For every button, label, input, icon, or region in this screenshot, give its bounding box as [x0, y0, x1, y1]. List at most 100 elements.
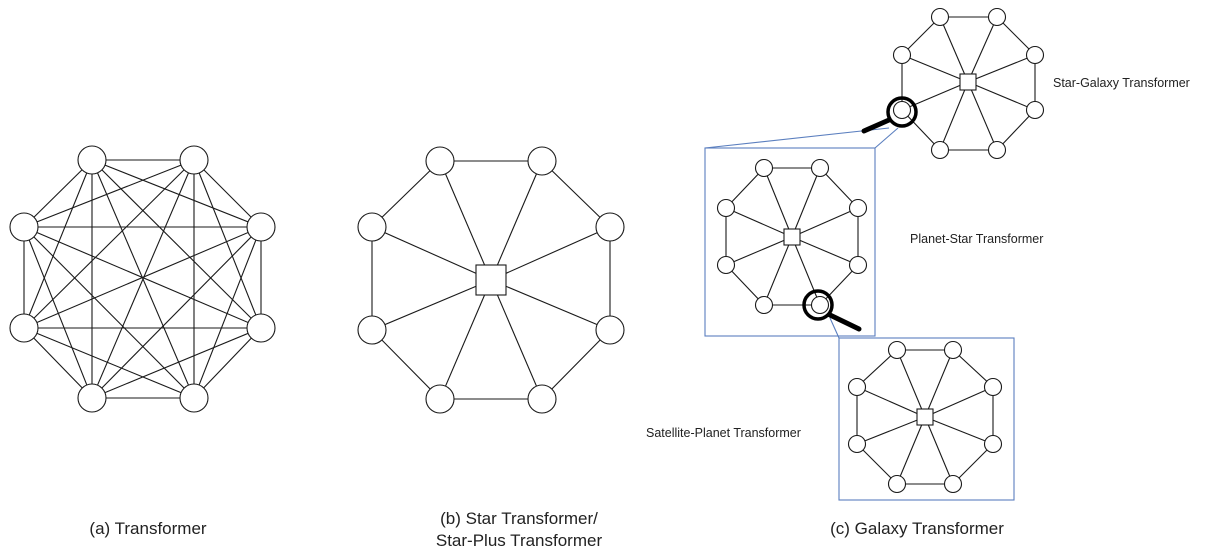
hub-edge — [939, 16, 969, 83]
hub-edge — [490, 279, 543, 400]
edge — [23, 327, 195, 399]
magnifier-icon — [802, 289, 862, 332]
node — [179, 383, 209, 413]
ring-edge — [725, 264, 765, 306]
caption-c: (c) Galaxy Transformer — [830, 519, 1004, 538]
node — [983, 434, 1003, 454]
hub-edge — [856, 416, 926, 445]
hub-edge — [763, 236, 793, 306]
hub-edge — [967, 16, 998, 83]
star-galaxy-label: Star-Galaxy Transformer — [1053, 76, 1190, 90]
node — [246, 313, 276, 343]
planet-star-label: Planet-Star Transformer — [910, 232, 1043, 246]
node — [754, 158, 774, 178]
hub-edge — [924, 416, 954, 485]
node — [716, 255, 736, 275]
hub-edge — [725, 236, 793, 266]
ring-edge — [856, 443, 898, 485]
node — [848, 198, 868, 218]
node — [527, 384, 557, 414]
node — [425, 384, 455, 414]
hub-edge — [939, 81, 969, 151]
node — [9, 313, 39, 343]
ring-edge — [952, 443, 994, 485]
hub-edge — [924, 416, 994, 445]
edge — [91, 327, 262, 399]
magnifier-icon — [861, 96, 918, 134]
hub-edge — [490, 226, 611, 281]
node — [77, 383, 107, 413]
node — [987, 140, 1007, 160]
edge — [193, 159, 262, 228]
ring-edge — [371, 160, 441, 228]
caption-a: (a) Transformer — [89, 519, 206, 538]
node — [892, 100, 912, 120]
satellite-planet-graph — [847, 340, 1003, 494]
node — [527, 146, 557, 176]
hub-edge — [490, 160, 543, 281]
hub-node — [783, 228, 801, 246]
edge — [193, 226, 262, 399]
caption-b-line2: Star-Plus Transformer — [436, 531, 603, 550]
node — [848, 255, 868, 275]
edge — [193, 327, 262, 399]
edge — [23, 159, 93, 228]
node — [595, 212, 625, 242]
hub-edge — [856, 386, 926, 418]
zoom-line — [874, 127, 899, 149]
hub-node — [916, 408, 934, 426]
hub-edge — [896, 349, 926, 418]
hub-edge — [924, 386, 994, 418]
caption-b-line1: (b) Star Transformer/ — [440, 509, 598, 528]
hub-edge — [901, 54, 969, 83]
satellite-planet-frame — [838, 337, 1015, 501]
hub-edge — [924, 349, 954, 418]
node — [930, 7, 950, 27]
hub-edge — [439, 279, 492, 400]
node — [847, 434, 867, 454]
node — [357, 212, 387, 242]
node — [887, 474, 907, 494]
star-transformer-graph — [357, 146, 625, 414]
node — [987, 7, 1007, 27]
ring-edge — [541, 160, 611, 228]
edge — [23, 226, 195, 399]
node — [810, 158, 830, 178]
transformer-graph — [9, 145, 276, 413]
edge — [23, 159, 195, 228]
node — [77, 145, 107, 175]
ring-edge — [901, 109, 941, 151]
satellite-planet-label: Satellite-Planet Transformer — [646, 426, 801, 440]
hub-edge — [791, 236, 821, 306]
hub-edge — [763, 167, 793, 238]
node — [716, 198, 736, 218]
ring-edge — [952, 349, 994, 388]
node — [810, 295, 830, 315]
node — [892, 45, 912, 65]
node — [754, 295, 774, 315]
zoom-line — [704, 127, 890, 149]
node — [425, 146, 455, 176]
hub-edge — [490, 279, 611, 331]
ring-edge — [725, 167, 765, 209]
edge — [91, 159, 262, 329]
edge — [91, 159, 262, 228]
node — [1025, 100, 1045, 120]
hub-edge — [791, 207, 859, 238]
star-galaxy-graph — [892, 7, 1045, 160]
zoom-connectors — [704, 127, 899, 339]
hub-edge — [791, 236, 859, 266]
node — [9, 212, 39, 242]
ring-edge — [541, 329, 611, 400]
hub-edge — [967, 54, 1036, 83]
node — [943, 340, 963, 360]
node — [943, 474, 963, 494]
ring-edge — [819, 167, 859, 209]
ring-edge — [856, 349, 898, 388]
hub-edge — [725, 207, 793, 238]
zoom-line — [829, 317, 840, 339]
hub-node — [959, 73, 977, 91]
edge — [23, 159, 93, 329]
planet-star-frame — [704, 147, 876, 337]
